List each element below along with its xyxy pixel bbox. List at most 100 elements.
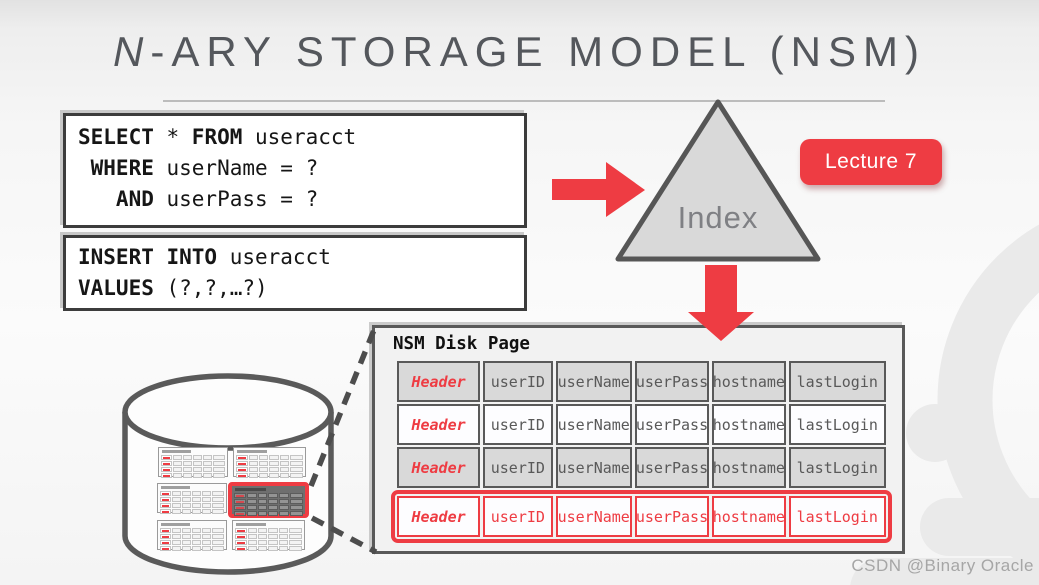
- mini-field-cell: [290, 455, 304, 460]
- sql-keyword: FROM: [191, 125, 243, 149]
- mini-field-cell: [268, 528, 278, 533]
- mini-page-title-bar: [235, 488, 267, 491]
- mini-field-cell: [181, 534, 191, 539]
- mini-page-row: [160, 528, 224, 533]
- mini-field-cell: [191, 509, 201, 514]
- mini-field-cell: [181, 509, 191, 514]
- mini-field-cell: [248, 455, 258, 460]
- sql-text: userName = ?: [153, 156, 319, 180]
- mini-field-cell: [278, 505, 289, 510]
- mini-field-cell: [201, 540, 211, 545]
- sql-text: useracct: [242, 125, 357, 149]
- mini-field-cell: [202, 455, 212, 460]
- mini-header-cell: [161, 467, 172, 472]
- mini-field-cell: [247, 528, 257, 533]
- mini-field-cell: [171, 528, 181, 533]
- mini-field-cell: [268, 511, 278, 516]
- mini-field-cell: [257, 534, 268, 539]
- mini-header-mark: [162, 456, 171, 459]
- mini-header-cell: [235, 528, 247, 533]
- mini-header-mark: [162, 474, 171, 477]
- mini-page-row: [160, 497, 224, 502]
- mini-header-cell: [160, 534, 171, 539]
- mini-disk-page-highlighted: [228, 482, 309, 518]
- mini-field-cell: [269, 473, 279, 478]
- mini-field-cell: [290, 473, 304, 478]
- field-cell: userID: [483, 361, 553, 402]
- sql-line: VALUES (?,?,…?): [78, 273, 512, 304]
- header-cell: Header: [397, 361, 481, 402]
- sql-keyword: SELECT: [78, 125, 154, 149]
- field-cell: lastLogin: [788, 496, 886, 537]
- mini-header-mark: [236, 512, 244, 515]
- field-cell: userID: [483, 496, 553, 537]
- mini-field-cell: [212, 467, 225, 472]
- field-cell: hostname: [712, 496, 786, 537]
- mini-field-cell: [279, 467, 289, 472]
- mini-field-cell: [289, 511, 303, 516]
- mini-header-mark: [161, 504, 170, 507]
- mini-page-title-bar: [161, 486, 190, 489]
- mini-page-row: [236, 455, 304, 460]
- field-cell: lastLogin: [788, 447, 886, 488]
- mini-header-mark: [162, 462, 171, 465]
- mini-field-cell: [279, 473, 289, 478]
- mini-field-cell: [201, 546, 211, 551]
- mini-field-cell: [248, 467, 258, 472]
- field-cell: userName: [555, 361, 632, 402]
- mini-field-cell: [289, 499, 303, 504]
- mini-header-cell: [160, 528, 171, 533]
- mini-field-cell: [191, 503, 201, 508]
- mini-field-cell: [211, 503, 224, 508]
- mini-header-cell: [234, 493, 246, 498]
- mini-field-cell: [258, 467, 269, 472]
- mini-header-mark: [236, 529, 245, 532]
- mini-field-cell: [201, 503, 211, 508]
- mini-field-cell: [171, 534, 181, 539]
- field-cell: lastLogin: [788, 361, 886, 402]
- mini-disk-page: [157, 520, 227, 551]
- mini-field-cell: [211, 497, 224, 502]
- lecture-badge: Lecture 7: [800, 139, 942, 185]
- mini-page-row: [160, 546, 224, 551]
- mini-page-row: [161, 461, 225, 466]
- mini-field-cell: [247, 540, 257, 545]
- mini-field-cell: [181, 528, 191, 533]
- mini-page-row: [234, 505, 303, 510]
- mini-field-cell: [268, 534, 278, 539]
- mini-field-cell: [211, 546, 224, 551]
- mini-header-mark: [237, 456, 246, 459]
- index-triangle-icon: [615, 99, 821, 262]
- mini-field-cell: [192, 461, 202, 466]
- mini-field-cell: [289, 540, 303, 545]
- mini-field-cell: [257, 540, 268, 545]
- mini-field-cell: [202, 467, 212, 472]
- select-query-box: SELECT * FROM useracct WHERE userName = …: [63, 113, 527, 228]
- mini-field-cell: [192, 455, 202, 460]
- mini-header-mark: [161, 498, 170, 501]
- mini-field-cell: [171, 491, 181, 496]
- mini-page-row: [235, 540, 303, 545]
- mini-field-cell: [278, 493, 289, 498]
- field-cell: hostname: [712, 361, 786, 402]
- mini-page-row: [235, 534, 303, 539]
- mini-page-title-bar: [237, 450, 268, 453]
- mini-page-row: [161, 473, 225, 478]
- mini-field-cell: [248, 461, 258, 466]
- mini-field-cell: [171, 509, 181, 514]
- mini-page-title-bar: [162, 450, 191, 453]
- mini-header-mark: [236, 541, 245, 544]
- mini-field-cell: [201, 497, 211, 502]
- mini-field-cell: [202, 473, 212, 478]
- field-cell: userID: [483, 404, 553, 445]
- mini-field-cell: [279, 455, 289, 460]
- mini-page-row: [236, 461, 304, 466]
- mini-field-cell: [257, 511, 268, 516]
- mini-field-cell: [290, 461, 304, 466]
- field-cell: userPass: [634, 447, 710, 488]
- mini-header-mark: [161, 535, 170, 538]
- mini-header-cell: [160, 497, 171, 502]
